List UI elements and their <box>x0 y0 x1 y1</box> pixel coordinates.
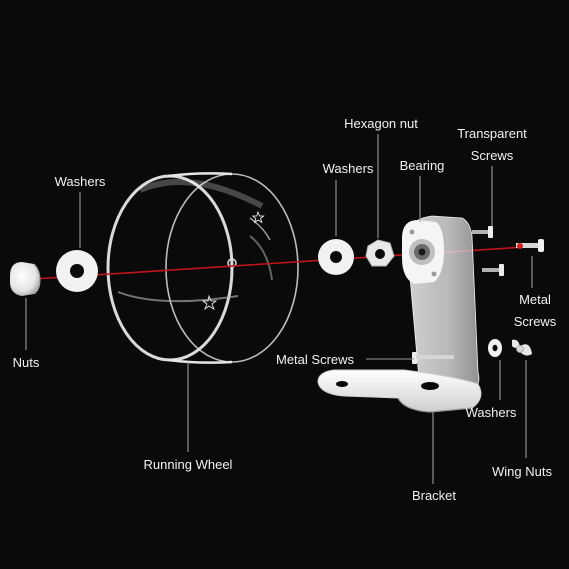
bracket-icon <box>317 215 482 413</box>
washer-left-icon <box>56 250 98 292</box>
label-wing-nuts: Wing Nuts <box>492 464 552 479</box>
washer-right-icon <box>488 339 502 357</box>
label-nuts: Nuts <box>12 355 40 370</box>
washer-mid-icon <box>318 239 354 275</box>
label-running-wheel: Running Wheel <box>143 457 233 472</box>
label-transparent-screws-line2: Screws <box>470 148 514 163</box>
label-metal-screws-left: Metal Screws <box>276 352 355 367</box>
metal-screw-lower-icon <box>412 352 454 364</box>
label-washers-left: Washers <box>54 174 106 189</box>
label-metal-screws-right-line1: Metal <box>519 292 551 307</box>
transparent-screw-lower-icon <box>482 264 504 276</box>
label-hexagon-nut: Hexagon nut <box>344 116 418 131</box>
hexagon-nut-icon <box>365 239 395 267</box>
label-bracket: Bracket <box>411 488 457 503</box>
label-bearing: Bearing <box>399 158 445 173</box>
running-wheel-icon <box>106 172 299 364</box>
label-washers-mid: Washers <box>322 161 374 176</box>
transparent-screw-upper-icon <box>472 226 493 238</box>
wing-nut-icon <box>512 339 532 356</box>
metal-screw-right-icon <box>516 239 544 252</box>
label-washers-right: Washers <box>465 405 517 420</box>
label-transparent-screws-line1: Transparent <box>457 126 527 141</box>
label-metal-screws-right-line2: Screws <box>513 314 557 329</box>
cap-nut-icon <box>10 262 41 296</box>
leader-lines <box>25 134 533 484</box>
